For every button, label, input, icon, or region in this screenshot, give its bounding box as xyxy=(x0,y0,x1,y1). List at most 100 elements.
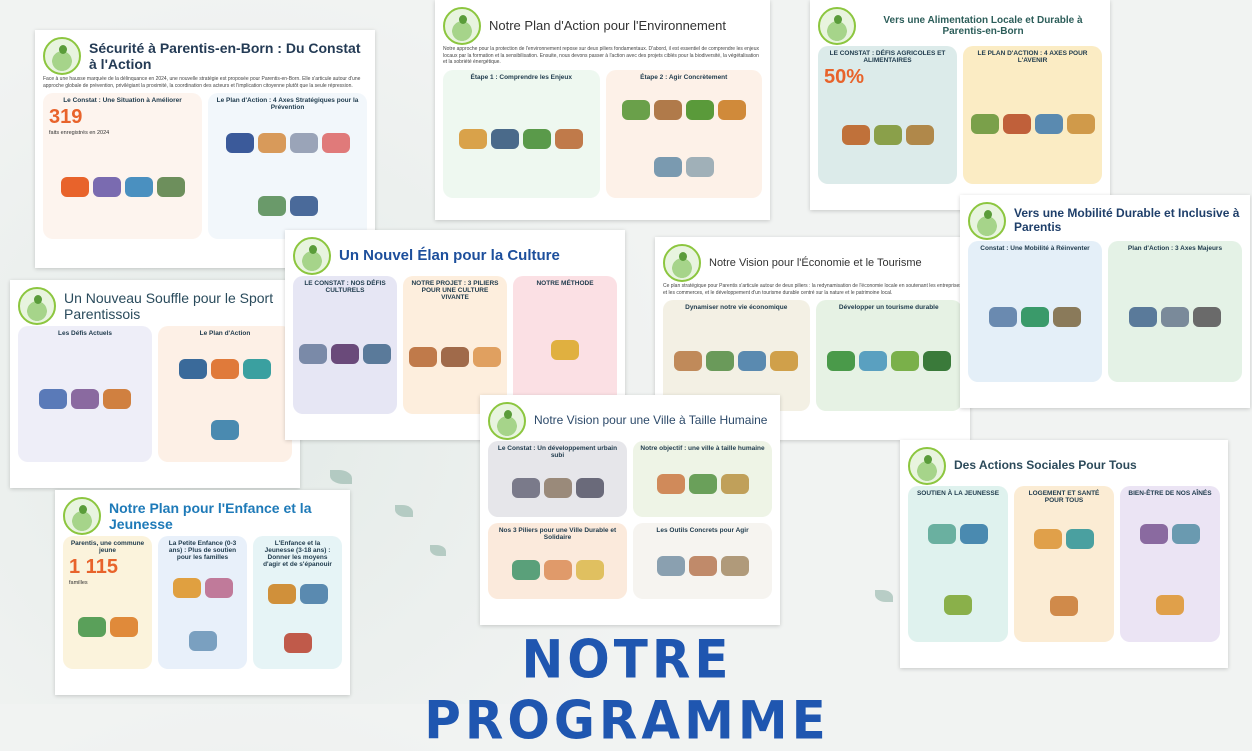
illustration-group xyxy=(1020,507,1108,638)
illustration-group xyxy=(639,537,766,595)
card-intro: Notre approche pour la protection de l'e… xyxy=(443,46,759,65)
illustration-icon xyxy=(685,100,714,120)
section-panel: Le Constat : Un développement urbain sub… xyxy=(488,441,627,517)
illustration-icon xyxy=(685,157,714,177)
section-panel: NOTRE PROJET : 3 PILIERS POUR UNE CULTUR… xyxy=(403,276,507,414)
illustration-icon xyxy=(511,477,540,498)
card-title: Notre Plan pour l'Enfance et la Jeunesse xyxy=(109,499,312,532)
illustration-icon xyxy=(441,347,469,367)
section-label: Plan d'Action : 3 Axes Majeurs xyxy=(1127,245,1223,252)
infographic-card-mobilite[interactable]: Vers une Mobilité Durable et Inclusive à… xyxy=(960,195,1250,408)
section-label: Les Outils Concrets pour Agir xyxy=(656,527,749,534)
illustration-group xyxy=(69,589,146,665)
section-label: Constat : Une Mobilité à Réinventer xyxy=(980,245,1090,252)
illustration-group xyxy=(822,314,957,407)
illustration-icon xyxy=(922,350,951,371)
card-header: Un Nouvel Élan pour la Culture xyxy=(293,236,617,276)
section-label: SOUTIEN À LA JEUNESSE xyxy=(916,490,1000,497)
illustration-group xyxy=(824,90,951,180)
illustration-icon xyxy=(109,617,138,637)
illustration-group xyxy=(164,564,241,665)
section-panel: Nos 3 Piliers pour une Ville Durable et … xyxy=(488,523,627,599)
section-panel: Constat : Une Mobilité à Réinventer xyxy=(968,241,1102,382)
infographic-card-alimentation[interactable]: Vers une Alimentation Locale et Durable … xyxy=(810,0,1110,210)
card-header: Des Actions Sociales Pour Tous xyxy=(908,446,1220,486)
section-panel: Étape 2 : Agir Concrètement xyxy=(605,69,762,198)
card-title: Notre Plan d'Action pour l'Environnement xyxy=(489,17,726,33)
illustration-icon xyxy=(960,523,988,544)
illustration-icon xyxy=(60,177,89,197)
illustration-icon xyxy=(873,125,902,145)
section-panel: Dynamiser notre vie économique xyxy=(663,300,810,411)
card-title: Vers une Mobilité Durable et Inclusive à… xyxy=(1014,206,1240,234)
illustration-icon xyxy=(331,343,359,364)
infographic-card-sport[interactable]: Un Nouveau Souffle pour le Sport Parenti… xyxy=(10,280,300,488)
card-body: Étape 1 : Comprendre les Enjeux Étape 2 :… xyxy=(443,69,762,198)
section-panel: LOGEMENT ET SANTÉ POUR TOUS xyxy=(1014,486,1114,642)
campaign-logo-icon xyxy=(663,244,701,282)
card-intro: Ce plan stratégique pour Parentis s'arti… xyxy=(663,283,962,296)
campaign-logo-icon xyxy=(18,287,56,325)
statistic-caption: faits enregistrés en 2024 xyxy=(49,130,110,136)
illustration-icon xyxy=(1140,523,1168,544)
illustration-icon xyxy=(39,389,67,409)
card-title: Des Actions Sociales Pour Tous xyxy=(954,458,1137,473)
illustration-icon xyxy=(656,556,685,576)
illustration-icon xyxy=(1021,306,1049,327)
illustration-icon xyxy=(944,594,972,615)
campaign-logo-icon xyxy=(443,7,481,45)
illustration-icon xyxy=(688,474,717,494)
infographic-card-ville[interactable]: Notre Vision pour une Ville à Taille Hum… xyxy=(480,395,780,625)
campaign-logo-icon xyxy=(818,7,856,45)
illustration-icon xyxy=(409,347,437,367)
illustration-icon xyxy=(225,133,254,154)
card-header: Vers une Mobilité Durable et Inclusive à… xyxy=(968,201,1242,241)
illustration-group xyxy=(164,340,286,458)
card-header: Notre Plan d'Action pour l'Environnement xyxy=(443,6,762,46)
infographic-card-environnement[interactable]: Notre Plan d'Action pour l'Environnement… xyxy=(435,0,770,220)
illustration-group xyxy=(969,67,1096,180)
illustration-icon xyxy=(890,350,919,371)
section-label: LE CONSTAT : DÉFIS AGRICOLES ET ALIMENTA… xyxy=(829,50,946,64)
section-panel: Le Plan d'Action : 4 Axes Stratégiques p… xyxy=(208,93,367,239)
section-label: LOGEMENT ET SANTÉ POUR TOUS xyxy=(1028,490,1100,504)
card-header: Un Nouveau Souffle pour le Sport Parenti… xyxy=(18,286,292,326)
illustration-group xyxy=(612,84,757,194)
illustration-icon xyxy=(1129,306,1157,327)
section-panel: L'Enfance et la Jeunesse (3-18 ans) : Do… xyxy=(253,536,342,669)
illustration-icon xyxy=(970,113,999,134)
campaign-logo-icon xyxy=(908,447,946,485)
card-title: Notre Vision pour l'Économie et le Touri… xyxy=(709,256,922,269)
illustration-icon xyxy=(989,306,1017,327)
illustration-icon xyxy=(738,350,767,371)
illustration-icon xyxy=(211,358,239,379)
illustration-group xyxy=(974,255,1096,378)
card-header: Notre Vision pour l'Économie et le Touri… xyxy=(663,243,962,283)
key-statistic: 1 115 xyxy=(69,556,118,578)
card-header: Notre Plan pour l'Enfance et la Jeunesse xyxy=(63,496,342,536)
illustration-icon xyxy=(1066,113,1095,134)
illustration-icon xyxy=(299,583,328,604)
illustration-group xyxy=(519,290,611,410)
section-panel: Les Outils Concrets pour Agir xyxy=(633,523,772,599)
illustration-icon xyxy=(172,578,201,599)
section-label: Le Plan d'Action xyxy=(199,330,251,337)
section-panel: Étape 1 : Comprendre les Enjeux xyxy=(443,69,600,198)
illustration-group xyxy=(214,114,361,235)
illustration-group xyxy=(409,304,501,410)
illustration-icon xyxy=(826,350,855,371)
section-label: Dynamiser notre vie économique xyxy=(685,304,788,311)
infographic-card-enfance[interactable]: Notre Plan pour l'Enfance et la Jeunesse… xyxy=(55,490,350,695)
illustration-icon xyxy=(204,578,233,599)
illustration-icon xyxy=(1050,596,1078,617)
infographic-card-securite[interactable]: Sécurité à Parentis-en-Born : Du Constat… xyxy=(35,30,375,268)
illustration-icon xyxy=(257,133,286,154)
illustration-icon xyxy=(289,133,318,154)
campaign-logo-icon xyxy=(488,402,526,440)
illustration-icon xyxy=(621,100,650,120)
section-label: Étape 1 : Comprendre les Enjeux xyxy=(470,73,572,81)
